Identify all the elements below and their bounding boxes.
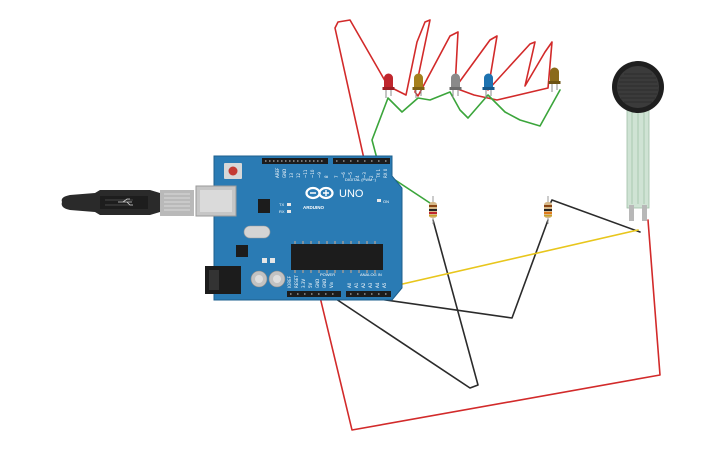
power-pin-labels: IOREF RESET 3.3V 5V GND GND Vin [287,275,334,288]
reset-button[interactable] [224,163,242,179]
digital-pin-labels: AREF GND 13 12 ~11 ~10 ~9 8 7 ~6 ~5 4 ~3… [275,167,388,179]
atmega-chip [291,244,383,270]
pin-label-5v: 5V [308,282,313,288]
wire-black-3[interactable] [547,199,641,233]
pin-label-vin: Vin [329,281,334,288]
pin-label-aref: AREF [275,167,280,178]
usb-cable[interactable] [61,190,194,216]
on-label: ON [383,199,389,204]
pin-label-11: ~11 [303,169,308,178]
tx-label: TX [279,202,284,207]
force-sensor[interactable] [612,61,664,221]
rx-label: RX [279,209,285,214]
wire-green-leds[interactable] [371,89,561,206]
led-blue[interactable] [482,73,495,99]
pin-label-2: 2 [369,175,374,178]
pin-label-reset: RESET [294,275,299,288]
pin-label-5: ~5 [348,172,353,178]
wire-black-1[interactable] [329,219,479,389]
board-brand: ARDUINO [303,205,324,210]
power-header[interactable] [287,291,341,297]
arduino-uno-board[interactable]: TX RX ON UNO ARDUINO DIGITAL (PWM~) AREF… [195,155,403,301]
pin-label-13: 13 [289,172,294,178]
analog-header[interactable] [346,291,391,297]
arduino-logo-icon [305,186,334,200]
pin-label-a0: A0 [347,282,352,288]
pin-label-gnd: GND [282,169,287,178]
pin-label-a5: A5 [382,282,387,288]
analog-label: ANALOG IN [360,272,382,277]
pin-label-8: 8 [324,175,329,178]
resistor-1[interactable] [429,196,437,224]
board-model: UNO [339,188,364,200]
pin-label-7: 7 [334,175,339,178]
pin-label-a4: A4 [375,282,380,288]
pin-label-3: ~3 [362,172,367,178]
led-brown[interactable] [548,67,561,93]
pin-label-a3: A3 [368,282,373,288]
pin-label-gnd1: GND [315,279,320,288]
pin-label-4: 4 [355,175,360,178]
power-label: POWER [320,272,335,277]
pin-label-ioref: IOREF [287,275,292,288]
pin-label-a2: A2 [361,282,366,288]
pin-label-gnd2: GND [322,279,327,288]
pin-label-a1: A1 [354,282,359,288]
digital-label: DIGITAL (PWM~) [345,177,377,182]
digital-header[interactable] [262,158,390,164]
led-red[interactable] [382,73,395,99]
led-orange[interactable] [412,73,425,99]
usb-symbol-icon [118,198,133,206]
leds [382,67,561,99]
pin-label-9: ~9 [317,172,322,178]
resistor-2[interactable] [544,196,552,224]
pin-label-rx0: RX 0 [383,168,388,178]
pin-label-tx1: TX 1 [376,169,381,179]
sensor-pattern-icon [618,73,658,103]
wires [319,19,661,431]
led-gray[interactable] [449,73,462,99]
pin-label-3v3: 3.3V [301,279,306,288]
analog-pin-labels: A0 A1 A2 A3 A4 A5 [347,282,387,288]
pin-label-10: ~10 [310,169,315,178]
pin-label-6: ~6 [341,172,346,178]
wire-red-power[interactable] [319,219,661,431]
pin-label-12: 12 [296,172,301,178]
